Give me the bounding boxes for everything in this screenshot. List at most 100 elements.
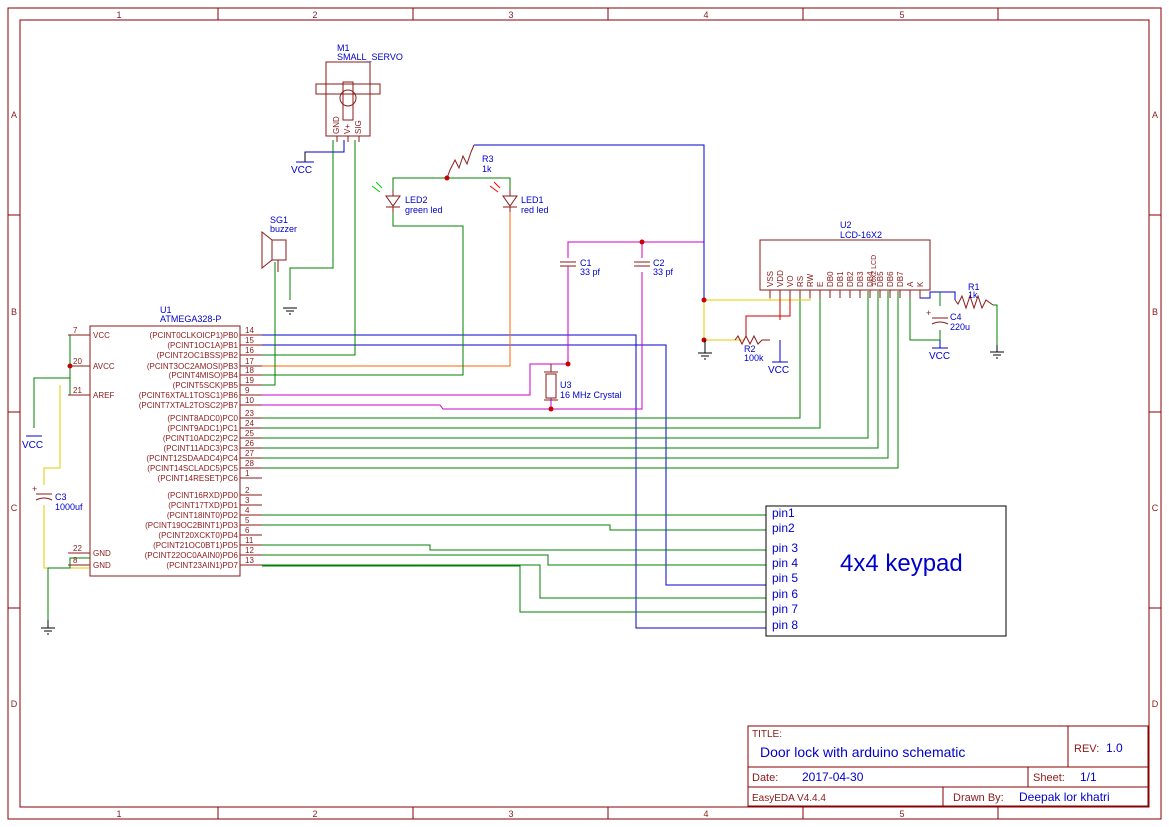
u1-pin-number: 4 [245,506,250,515]
drawn-by-value: Deepak lor khatri [1019,790,1110,804]
u3-ref: U3 [560,380,572,390]
led2-ref: LED2 [405,195,428,205]
u1-pin-name: GND [93,549,111,558]
vcc-symbol-r2: VCC [768,340,789,376]
u1-pin-name: (PCINT11ADC3)PC3 [163,444,238,453]
vcc-label-r2: VCC [768,365,789,376]
row-label-b-left: B [11,307,17,317]
r1-resistor[interactable]: R1 1k [954,282,994,310]
c4-value: 220u [950,322,970,332]
col-label-3-top: 3 [508,10,513,20]
row-label-b-right: B [1152,307,1158,317]
r2-ref: R2 [744,344,756,354]
u1-pin-name: (PCINT18INT0)PD2 [167,511,239,520]
drawing-frame [7,7,1162,820]
u1-pin-name: (PCINT6XTAL1TOSC1)PB6 [139,391,239,400]
m1-servo[interactable]: M1 SMALL_SERVO GND V+ SIG [315,43,403,142]
u1-pin-name: (PCINT16RXD)PD0 [167,491,238,500]
c2-capacitor[interactable]: C2 33 pf [634,258,674,277]
u1-pin-name: (PCINT1OC1A)PB1 [167,341,238,350]
col-label-1-bottom: 1 [116,809,121,819]
u1-pin-number: 22 [73,544,82,553]
rev-value: 1.0 [1106,741,1123,755]
title-block: TITLE: Door lock with arduino schematic … [747,725,1149,807]
u1-pin-number: 28 [245,459,254,468]
m1-ref: M1 [337,43,350,53]
sheet-label: Sheet: [1033,772,1065,784]
c4-ref: C4 [950,312,962,322]
u2-value: LCD-16X2 [840,230,882,240]
u2-pin-name: E [816,282,825,287]
u1-pin-number: 1 [245,469,250,478]
u2-pin-name: VDD [776,270,785,287]
m1-pin-vplus: V+ [343,124,352,134]
junctions [67,175,707,412]
m1-value: SMALL_SERVO [337,52,403,62]
u1-pin-name: VCC [93,331,110,340]
keypad-pin-label: pin 7 [772,602,798,616]
c3-capacitor[interactable]: + C3 1000uf [32,484,83,512]
r3-resistor[interactable]: R3 1k [446,144,494,179]
r2-value: 100k [744,353,764,363]
keypad-pin-label: pin1 [772,506,795,520]
u2-pin-name: DB5 [876,271,885,287]
u2-pin-name: RW [806,273,815,287]
u1-pin-number: 3 [245,496,250,505]
u1-pin-number: 13 [245,556,254,565]
led2-green[interactable]: LED2 green led [371,181,443,215]
led1-ref: LED1 [521,195,544,205]
u1-pin-number: 23 [245,409,254,418]
col-label-5-bottom: 5 [899,809,904,819]
col-label-4-bottom: 4 [703,809,708,819]
u2-body-label: 16x2 LCD [871,255,878,286]
u2-pin-name: RS [796,276,805,287]
r3-value: 1k [482,164,492,174]
u1-pin-name: (PCINT8ADC0)PC0 [167,414,238,423]
r2-potentiometer[interactable]: R2 100k [734,330,770,363]
u3-crystal[interactable]: U3 16 MHz Crystal [544,364,622,401]
c1-ref: C1 [580,258,592,268]
u1-pin-number: 5 [245,516,250,525]
u1-value: ATMEGA328-P [160,314,221,324]
sg1-value: buzzer [270,224,297,234]
u2-pin-name: DB6 [886,271,895,287]
gnd-symbol-r2 [698,340,712,360]
u2-pin-name: DB0 [826,271,835,287]
r1-value: 1k [968,290,978,300]
c1-capacitor[interactable]: C1 33 pf [560,258,601,277]
u1-pin-number: 11 [245,536,254,545]
u1-pin-name: (PCINT17TXD)PD1 [168,501,238,510]
u1-pin-name: (PCINT0CLKOICP1)PB0 [150,331,239,340]
row-label-a-right: A [1152,110,1158,120]
row-label-c-right: C [1152,503,1159,513]
led1-red[interactable]: LED1 red led [489,181,549,215]
u1-pin-name: (PCINT23AIN1)PD7 [166,561,238,570]
u1-pin-number: 16 [245,346,254,355]
u1-pin-number: 12 [245,546,254,555]
c1-value: 33 pf [580,267,601,277]
m1-pin-gnd: GND [332,116,341,134]
sheet-value: 1/1 [1080,770,1097,784]
gnd-symbol-left [41,620,55,635]
wires [33,140,998,629]
u1-pin-number: 9 [245,386,250,395]
u1-pin-name: (PCINT3OC2AMOSI)PB3 [147,362,239,371]
u1-atmega328[interactable]: U1 ATMEGA328-P 7VCC20AVCC21AREF22GND8GND… [68,305,262,577]
col-label-4-top: 4 [703,10,708,20]
c4-capacitor[interactable]: + C4 220u [926,308,970,332]
led1-value: red led [521,205,549,215]
row-label-a-left: A [11,110,17,120]
sg1-buzzer[interactable]: SG1 buzzer [261,215,297,272]
u1-pin-name: (PCINT19OC2BINT1)PD3 [145,521,238,530]
m1-pin-sig: SIG [354,120,363,134]
u2-pin-name: VO [786,275,795,287]
vcc-label-c4: VCC [929,351,950,362]
u1-pin-number: 21 [73,386,82,395]
keypad-pin-label: pin2 [772,521,795,535]
u1-pin-number: 2 [245,486,250,495]
u1-pin-name: (PCINT9ADC1)PC1 [167,424,238,433]
row-label-d-left: D [11,699,18,709]
